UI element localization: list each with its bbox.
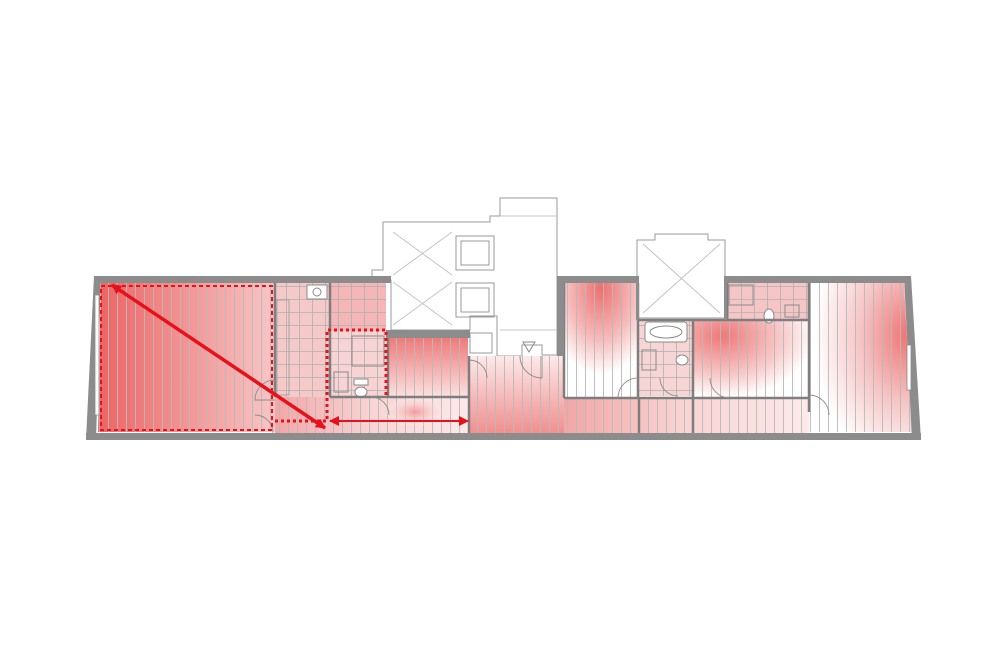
- door-swing-entrance: [519, 355, 543, 379]
- bath-wc: [675, 354, 689, 366]
- entrance-planks: [469, 356, 564, 435]
- study-planks: [388, 338, 468, 397]
- core-wall-right: [557, 283, 564, 356]
- triangle-marker: [522, 341, 536, 353]
- window-right: [906, 344, 912, 391]
- ensuite-shower: [728, 284, 754, 306]
- light-well-wall-left: [636, 276, 639, 320]
- bathtub: [644, 321, 688, 343]
- door-swing-bed1: [617, 377, 639, 399]
- ensuite-basin: [784, 304, 800, 318]
- light-well-wall-right: [724, 276, 727, 320]
- lift-shaft-b: [455, 282, 495, 318]
- diagonal-arrow: [111, 283, 326, 430]
- corridor-planks: [564, 398, 809, 435]
- front-wall: [86, 433, 921, 440]
- stair-diagonals: [392, 231, 453, 326]
- living-room-planks: [98, 283, 275, 432]
- door-swing-master: [808, 394, 830, 416]
- window-left: [94, 294, 100, 416]
- rear-wall-left: [94, 276, 391, 283]
- door-swing-study: [468, 359, 488, 379]
- shower-tray: [351, 335, 385, 367]
- master-bedroom-planks: [809, 283, 912, 432]
- core-wall-left: [386, 330, 470, 338]
- shower-room-tiles: [330, 331, 388, 397]
- wc-pan: [354, 386, 368, 398]
- dashed-kitchen-boundary: [275, 328, 388, 423]
- core-bay-lines: [500, 215, 557, 331]
- upper-structures: [371, 197, 726, 357]
- bedroom-2-planks: [693, 320, 809, 398]
- light-well-outline: [636, 233, 726, 319]
- bedroom-1-planks: [564, 283, 638, 398]
- hob: [306, 284, 328, 300]
- lift-car-b: [460, 287, 490, 313]
- door-swing-bath: [659, 377, 679, 397]
- core-small-box: [469, 332, 493, 354]
- door-swing-bed2: [709, 377, 731, 399]
- light-well-diagonals: [642, 243, 721, 314]
- store-tiles: [330, 283, 386, 331]
- wc-cistern: [353, 378, 369, 386]
- right-wall: [904, 276, 921, 440]
- bathtub-basin: [649, 325, 683, 339]
- bath-basin: [641, 349, 657, 371]
- lift-shaft-a: [455, 235, 495, 271]
- basin-shower-room: [333, 371, 349, 393]
- annotations: [100, 283, 469, 431]
- rear-wall-right: [726, 276, 911, 283]
- lift-car-a: [460, 240, 490, 266]
- door-swing-hall: [370, 396, 390, 416]
- internal-walls: [273, 283, 811, 435]
- rear-wall-mid: [557, 276, 637, 283]
- windows: [94, 294, 912, 416]
